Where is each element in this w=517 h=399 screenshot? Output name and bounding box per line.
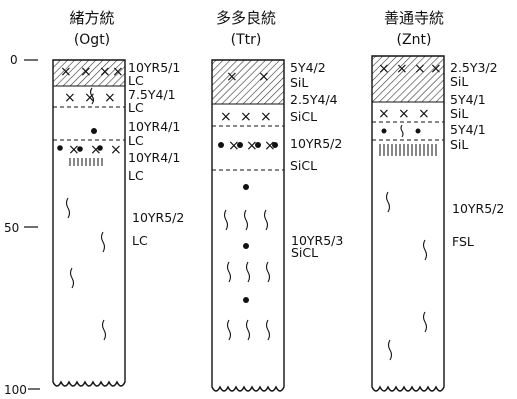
column-code-ogt: (Ogt) [74, 32, 110, 48]
root-marks [225, 210, 270, 340]
svg-text:×: × [104, 90, 116, 106]
svg-text:×: × [64, 90, 76, 106]
svg-text:×: × [80, 64, 92, 80]
soil-label: LC [132, 233, 148, 248]
soil-label: SiL [450, 137, 468, 152]
depth-tick-label-50: 50 [4, 221, 19, 235]
soil-column-ttr: ×× ××× ××× 5Y4/2 SiL 2.5Y4/4 SiCL 10YR5/… [212, 60, 343, 391]
svg-text:×: × [396, 61, 408, 77]
hatched-layer-ttr [212, 60, 284, 104]
svg-text:×: × [226, 69, 238, 85]
root-marks [67, 88, 106, 340]
svg-text:×: × [260, 109, 272, 125]
root-marks [387, 125, 427, 360]
soil-label: SiL [450, 74, 468, 89]
soil-label: LC [128, 100, 144, 115]
svg-text:×: × [112, 64, 124, 80]
streak-marks [70, 158, 102, 166]
soil-label: SiCL [290, 109, 317, 124]
svg-text:×: × [84, 90, 96, 106]
svg-text:×: × [240, 109, 252, 125]
soil-label: 2.5Y3/2 [450, 60, 498, 75]
soil-label: 10YR4/1 [128, 150, 180, 165]
column-outline-ogt [53, 60, 125, 386]
soil-label: FSL [452, 234, 474, 249]
column-code-znt: (Znt) [397, 32, 432, 48]
column-code-ttr: (Ttr) [231, 32, 262, 48]
svg-text:×: × [398, 106, 410, 122]
soil-label: 5Y4/2 [290, 60, 326, 75]
soil-label: LC [128, 168, 144, 183]
soil-label: 5Y4/1 [450, 122, 486, 137]
column-title-ttr: 多多良統 [216, 9, 276, 27]
soil-label: 5Y4/1 [450, 92, 486, 107]
soil-label: 10YR5/2 [452, 201, 504, 216]
svg-text:×: × [60, 64, 72, 80]
soil-label: 10YR5/2 [132, 210, 184, 225]
depth-axis: 0 50 100 [4, 53, 40, 397]
soil-label: SiL [290, 75, 308, 90]
soil-column-ogt: ×××× ××× ××× 10YR5/1 LC 7.5Y4/1 LC 10YR4… [53, 60, 184, 386]
depth-tick-label-100: 100 [4, 383, 27, 397]
soil-label: 2.5Y4/4 [290, 92, 338, 107]
svg-text:×: × [110, 142, 122, 158]
svg-text:×: × [430, 61, 442, 77]
soil-label: SiCL [290, 158, 317, 173]
svg-text:×: × [414, 61, 426, 77]
svg-text:×: × [258, 69, 270, 85]
column-title-ogt: 緒方統 [69, 9, 114, 27]
svg-text:×: × [220, 109, 232, 125]
svg-text:×: × [378, 61, 390, 77]
soil-label: LC [128, 133, 144, 148]
svg-text:×: × [378, 106, 390, 122]
svg-text:×: × [418, 106, 430, 122]
soil-label: SiCL [291, 245, 318, 260]
streak-marks [380, 144, 436, 156]
column-title-znt: 善通寺統 [384, 9, 444, 27]
depth-tick-label-0: 0 [10, 53, 18, 67]
soil-label: 10YR4/1 [128, 119, 180, 134]
svg-text:×: × [99, 64, 111, 80]
soil-column-znt: ×××× ××× 2.5Y3/2 SiL 5Y4/1 SiL 5Y4/1 SiL… [372, 56, 504, 391]
soil-label: 10YR5/2 [290, 136, 342, 151]
soil-label: LC [128, 73, 144, 88]
soil-label: SiL [450, 106, 468, 121]
